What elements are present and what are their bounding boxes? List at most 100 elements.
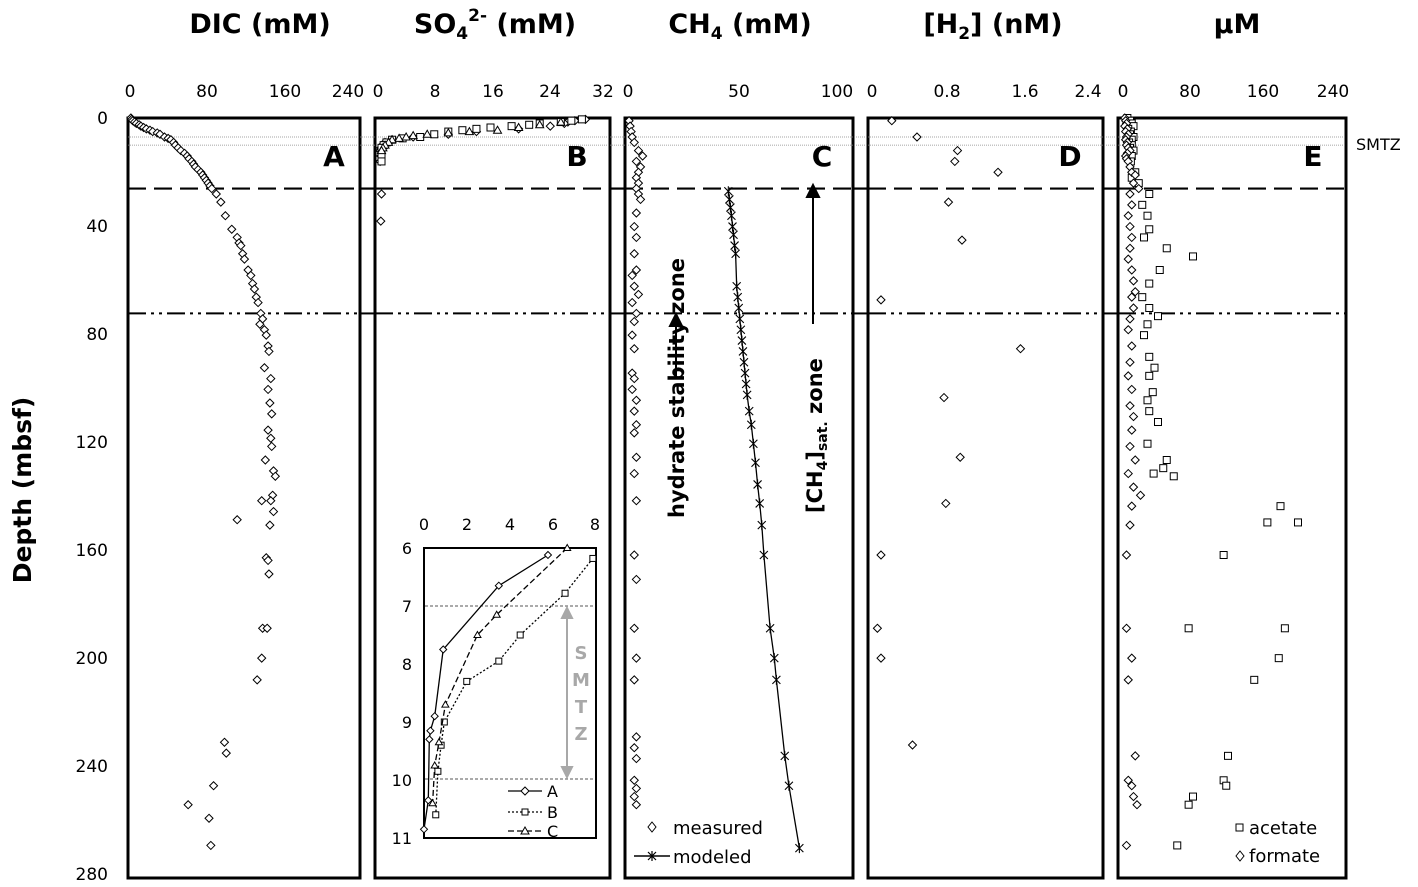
inset-ytick-9: 9 (402, 713, 412, 732)
panel-c-measured-point-14 (635, 194, 646, 205)
panel-b-a-point-4 (545, 121, 555, 131)
inset-ytick-11: 11 (392, 829, 412, 848)
panel-d-series-point-14 (876, 653, 886, 663)
panel-d-series-point-2 (952, 145, 963, 156)
panel-a-series-point-78 (257, 653, 267, 663)
e-xtick-160: 160 (1247, 82, 1279, 102)
y-tick-160: 160 (76, 541, 108, 561)
panel-d-series-point-12 (876, 550, 886, 560)
panel-e-acetate-point-18 (1145, 190, 1154, 198)
hydrate-zone-label: hydrate stability zone (665, 258, 689, 518)
panel-b-b-point-7 (472, 124, 481, 133)
panel-e-formate-point-31 (1130, 287, 1140, 297)
panel-c-measured-point-36 (629, 468, 639, 479)
inset-legend-b-marker (521, 808, 529, 816)
panel-e-formate-point-40 (1125, 401, 1135, 411)
panel-e-formate-point-22 (1125, 189, 1135, 199)
panel-c-modeled-point-3 (727, 210, 736, 221)
panel-a-series-point-71 (265, 520, 275, 530)
panel-b-c-point-14 (376, 145, 387, 155)
panel-c-measured-point-18 (629, 249, 639, 259)
inset-legend-c-label: C (547, 822, 558, 841)
panel-c-measured-point-43 (631, 732, 642, 742)
panel-e-formate-point-18 (1127, 167, 1137, 177)
inset-smtz-arrow-head-bottom (560, 766, 574, 780)
y-tick-200: 200 (76, 649, 108, 669)
panel-c-measured-point-20 (627, 270, 637, 281)
y-tick-280: 280 (76, 865, 108, 885)
panel-a-series-point-72 (232, 515, 242, 525)
panel-c-measured-point-41 (631, 653, 642, 663)
legend-e-acetate-marker (1235, 823, 1244, 832)
e-xtick-0: 0 (1118, 82, 1129, 102)
inset-smtz-letter-t: T (575, 697, 588, 718)
panel-e-formate-point-25 (1125, 221, 1135, 232)
panel-e-acetate-point-47 (1219, 551, 1228, 559)
panel-e-acetate-point-24 (1189, 252, 1197, 261)
inset-b-point-4 (463, 677, 471, 685)
panel-d-title-main: [H (923, 9, 958, 40)
panel-b-c-point-8 (401, 131, 411, 141)
panel-b-title-sub: 4 (456, 24, 468, 44)
panel-c-measured-point-30 (627, 384, 637, 395)
panel-c-measured-point-39 (631, 574, 642, 585)
panel-e-frame (1116, 116, 1348, 880)
panel-e-acetate-point-45 (1263, 518, 1272, 527)
inset-xtick-4: 4 (505, 515, 515, 534)
inset-frame (423, 547, 597, 839)
panel-c-modeled-line (727, 191, 801, 849)
d-xtick-08: 0.8 (933, 82, 960, 102)
panel-b-a-point-17 (376, 189, 387, 199)
inset-smtz-letter-z: Z (574, 724, 587, 745)
panel-a-series-point-57 (266, 373, 276, 384)
inset-a-line (423, 554, 549, 830)
panel-a-series-point-74 (263, 555, 273, 566)
inset-b-point-0 (589, 554, 597, 562)
panel-e-acetate-point-41 (1159, 464, 1168, 473)
b-xtick-24: 24 (539, 82, 561, 102)
sat-zone-sub: 4 (815, 460, 831, 470)
panel-e-formate-point-52 (1127, 653, 1137, 663)
panel-e-formate-point-50 (1121, 550, 1132, 560)
inset-ytick-6: 6 (402, 539, 412, 558)
panel-e-acetate-point-55 (1189, 792, 1197, 801)
panel-e-acetate-point-23 (1162, 244, 1171, 253)
panel-c-modeled-point-2 (726, 202, 735, 213)
panel-e-formate-point-30 (1128, 276, 1139, 286)
panel-e-acetate-point-52 (1224, 751, 1232, 760)
panel-e-formate-point-19 (1130, 170, 1140, 180)
panel-e-title: µM (1214, 9, 1261, 40)
panel-e-acetate-point-38 (1154, 418, 1162, 426)
panel-a-series-point-36 (220, 211, 231, 221)
panel-b-c-point-5 (443, 127, 454, 137)
panel-c-modeled-point-13 (737, 335, 747, 346)
panel-c-measured-point-38 (629, 550, 639, 560)
panel-e-acetate-point-30 (1143, 320, 1152, 329)
panel-letter-e: E (1303, 140, 1322, 173)
panel-c-modeled-point-17 (741, 379, 751, 389)
panel-a-series-point-79 (252, 675, 262, 685)
panel-a-series-point-75 (264, 569, 274, 579)
b-xtick-8: 8 (430, 82, 441, 102)
panel-c-measured-point-21 (629, 281, 639, 291)
panel-c-modeled-point-24 (755, 498, 765, 509)
sat-zone-mid: ] (803, 451, 827, 461)
panel-b-c-point-4 (464, 126, 475, 136)
panel-a-series-point-84 (204, 813, 214, 823)
panel-c-marks (624, 116, 804, 854)
panel-a-series-point-58 (263, 384, 273, 395)
panel-d-series-point-0 (887, 116, 897, 126)
panel-e-formate-point-26 (1127, 232, 1137, 243)
panel-d-series-point-10 (955, 452, 965, 462)
panel-e-formate-point-45 (1123, 468, 1133, 479)
panel-c-modeled-point-31 (784, 780, 794, 791)
panel-e-acetate-point-39 (1143, 439, 1152, 448)
c-xtick-0: 0 (623, 82, 634, 102)
inset-a-point-6 (424, 796, 433, 805)
panel-a-series-point-12 (155, 129, 165, 139)
inset-smtz-arrow-head-top (560, 605, 574, 619)
y-tick-80: 80 (86, 325, 108, 345)
panel-b-b-point-11 (416, 133, 425, 141)
y-tick-40: 40 (86, 217, 108, 237)
panel-c-modeled-point-27 (765, 623, 775, 634)
